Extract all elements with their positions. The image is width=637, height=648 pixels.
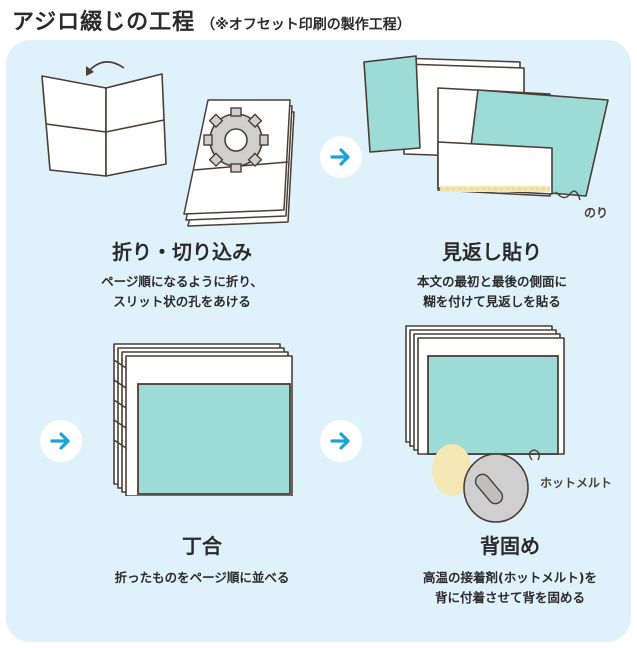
header: アジロ綴じの工程 （※オフセット印刷の製作工程）: [12, 4, 411, 36]
arrow-step1-to-step2: [320, 136, 362, 178]
glue-label: のり: [584, 206, 609, 220]
endpaper-illustration: [363, 55, 609, 201]
arrow-right-icon: [330, 432, 350, 450]
folding-illustration: [41, 61, 295, 227]
step-2-description: 本文の最初と最後の側面に 糊を付けて見返しを貼る: [416, 274, 567, 309]
step-4-title: 背固め: [480, 534, 540, 558]
arrow-right-icon: [330, 148, 350, 166]
step-4-description: 高温の接着剤(ホットメルト)を 背に付着させて背を固める: [423, 570, 597, 605]
collating-illustration: [113, 343, 293, 496]
step-2-title: 見返し貼り: [442, 240, 542, 264]
step-1-title: 折り・切り込み: [112, 240, 252, 264]
arrow-to-step3: [40, 420, 82, 462]
page-title: アジロ綴じの工程: [12, 10, 196, 35]
hotmelt-label: ホットメルト: [540, 476, 613, 490]
page-subtitle: （※オフセット印刷の製作工程）: [201, 17, 411, 33]
step-3-title: 丁合: [182, 534, 222, 558]
step-3-description: 折ったものをページ順に並べる: [114, 570, 290, 585]
spine-binding-illustration: [405, 325, 565, 523]
arrow-right-icon: [50, 432, 70, 450]
step-1-description: ページ順になるように折り、 スリット状の孔をあける: [101, 274, 263, 309]
cutter-wheel-icon: [203, 107, 269, 173]
arrow-step3-to-step4: [320, 420, 362, 462]
